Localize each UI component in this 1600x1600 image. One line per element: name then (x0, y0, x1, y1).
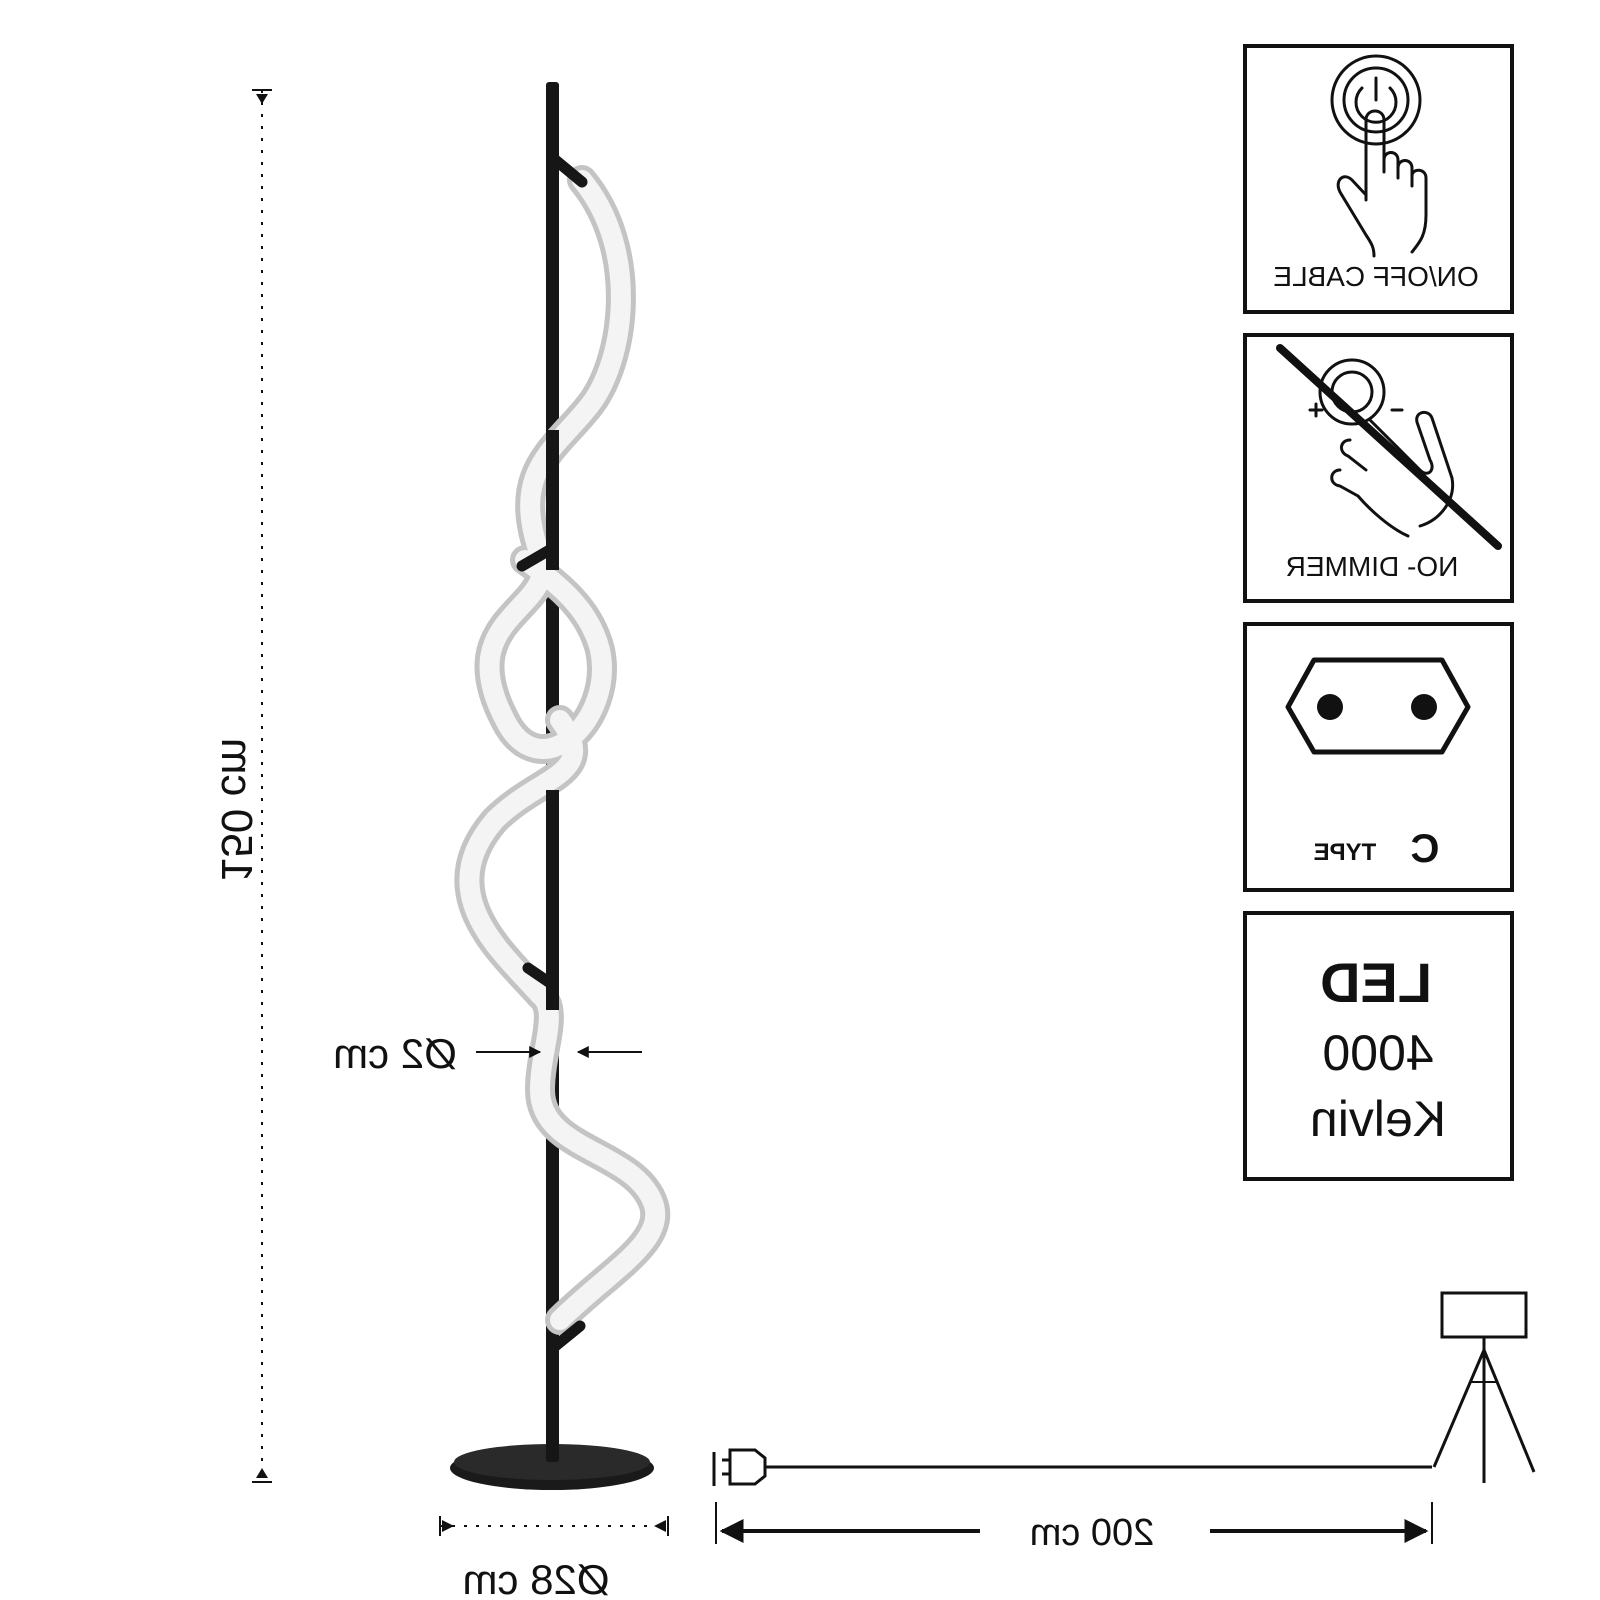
plug-type-word: TYPE (1314, 839, 1377, 866)
panel-dimmer: NO- DIMMER (1243, 333, 1514, 603)
floor-lamp (450, 82, 671, 1490)
led-label: LED (1320, 951, 1432, 1014)
type-c-socket-icon (1285, 657, 1471, 755)
height-dimension: 150 cm (212, 89, 272, 1483)
dimmer-label: NO- DIMMER (1286, 551, 1459, 582)
tube-connector-top (547, 152, 588, 188)
plug-type-letter: C (1410, 827, 1439, 871)
panel-led: LED 4000 Kelvin (1243, 911, 1514, 1181)
cable-length-dimension: 200 cm (712, 1291, 1536, 1554)
height-label: 150 cm (212, 738, 261, 882)
tube-connector-low (522, 962, 559, 991)
tube-connector-mid (516, 542, 559, 572)
panel-plug: TYPE C (1243, 622, 1514, 892)
color-temp-value: 4000 (1322, 1025, 1433, 1081)
base-diameter-dimension: Ø28 cm (439, 1516, 669, 1600)
pole-diameter-label: Ø2 cm (333, 1030, 457, 1077)
tripod-lamp-icon (1432, 1291, 1536, 1483)
tube-connector-bottom (547, 1320, 586, 1354)
cable-length-label: 200 cm (1030, 1512, 1155, 1554)
plug-icon (712, 1448, 776, 1486)
touch-switch-icon (1330, 54, 1428, 258)
no-dimmer-strike (1276, 344, 1502, 550)
base-diameter-label: Ø28 cm (462, 1556, 609, 1600)
color-temp-unit: Kelvin (1310, 1091, 1446, 1147)
panel-switch: ON/OFF CABLE (1243, 44, 1514, 314)
switch-label: ON/OFF CABLE (1273, 261, 1478, 292)
pole-diameter-dimension: Ø2 cm (333, 1030, 642, 1077)
